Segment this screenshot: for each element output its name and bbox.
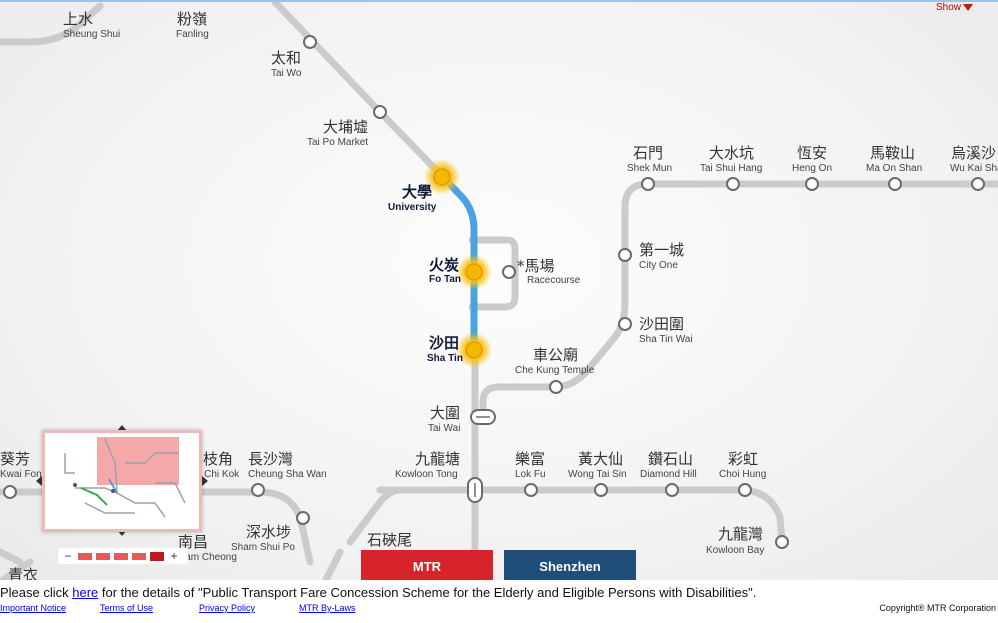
- station-sha-tin-wai-zh[interactable]: 沙田圍: [639, 315, 685, 333]
- zoom-in-button[interactable]: +: [170, 549, 178, 563]
- station-tai-wo-en[interactable]: Tai Wo: [271, 68, 302, 79]
- station-university-zh[interactable]: 大學: [402, 183, 433, 201]
- overview-minimap[interactable]: [42, 430, 202, 532]
- station-diamond-hill-en[interactable]: Diamond Hill: [640, 469, 697, 480]
- station-sha-tin-wai-en[interactable]: Sha Tin Wai: [639, 334, 693, 345]
- mtr-by-laws-link[interactable]: MTR By-Laws: [299, 603, 356, 613]
- minimap-graphic: [64, 437, 186, 518]
- station-kowloon-bay-en[interactable]: Kowloon Bay: [706, 545, 765, 556]
- station-tai-wai-en[interactable]: Tai Wai: [428, 423, 461, 434]
- station-che-kung-temple-en[interactable]: Che Kung Temple: [515, 365, 595, 376]
- zoom-level-5[interactable]: [150, 551, 164, 561]
- station-shek-mun-zh[interactable]: 石門: [633, 144, 664, 162]
- station-nam-cheong-en[interactable]: Nam Cheong: [178, 552, 237, 563]
- pan-down-icon[interactable]: [117, 530, 127, 536]
- station-sha-tin-zh[interactable]: 沙田: [429, 334, 460, 352]
- pan-right-icon[interactable]: [202, 476, 208, 486]
- station-city-one-en[interactable]: City One: [639, 260, 678, 271]
- route-map[interactable]: 上水 Sheung Shui 粉嶺 Fanling 太和 Tai Wo 大埔墟 …: [0, 0, 998, 580]
- station-kowloon-tong-zh[interactable]: 九龍塘: [415, 450, 461, 468]
- station-kwai-fong-zh[interactable]: 葵芳: [0, 450, 31, 468]
- station-racecourse-zh[interactable]: *馬場: [517, 257, 555, 275]
- station-wong-tai-sin-zh[interactable]: 黃大仙: [578, 450, 624, 468]
- station-university-en[interactable]: University: [388, 202, 437, 213]
- route-lines: [0, 2, 998, 580]
- show-button[interactable]: Show: [936, 2, 974, 13]
- notice-text-after: for the details of "Public Transport Far…: [98, 585, 757, 600]
- station-city-one-zh[interactable]: 第一城: [639, 241, 685, 259]
- station-che-kung-temple-zh[interactable]: 車公廟: [533, 346, 579, 364]
- station-sheung-shui-zh[interactable]: 上水: [63, 10, 94, 28]
- show-label: Show: [936, 2, 962, 13]
- station-sha-tin-en[interactable]: Sha Tin: [427, 353, 463, 364]
- arrow-down-icon: [963, 4, 974, 11]
- zoom-control: − +: [58, 548, 188, 564]
- station-tai-po-market-en[interactable]: Tai Po Market: [307, 137, 369, 148]
- station-tai-wo-zh[interactable]: 太和: [271, 49, 302, 67]
- station-kowloon-tong-en[interactable]: Kowloon Tong: [395, 469, 458, 480]
- station-fo-tan-zh[interactable]: 火炭: [429, 256, 460, 274]
- zoom-level-2[interactable]: [96, 552, 110, 560]
- fare-concession-notice: Please click here for the details of "Pu…: [0, 585, 756, 600]
- tab-mtr[interactable]: MTR: [361, 550, 493, 580]
- station-tsing-yi-zh[interactable]: 青衣: [8, 566, 39, 580]
- station-wu-kai-sha-zh[interactable]: 烏溪沙: [951, 144, 997, 162]
- zoom-level-1[interactable]: [78, 552, 92, 560]
- station-choi-hung-en[interactable]: Choi Hung: [719, 469, 767, 480]
- notice-text-before: Please click: [0, 585, 73, 600]
- station-racecourse-en[interactable]: Racecourse: [527, 275, 581, 286]
- zoom-out-button[interactable]: −: [64, 549, 72, 563]
- station-kwai-fong-en[interactable]: Kwai Fong: [0, 469, 48, 480]
- station-nam-cheong-zh[interactable]: 南昌: [178, 533, 209, 551]
- station-tai-wai-zh[interactable]: 大圍: [430, 404, 461, 422]
- station-lok-fu-zh[interactable]: 樂富: [515, 450, 546, 468]
- station-ma-on-shan-en[interactable]: Ma On Shan: [866, 163, 923, 174]
- tab-shenzhen[interactable]: Shenzhen: [504, 550, 636, 580]
- station-wong-tai-sin-en[interactable]: Wong Tai Sin: [568, 469, 627, 480]
- station-sham-shui-po-en[interactable]: Sham Shui Po: [231, 542, 295, 553]
- station-choi-hung-zh[interactable]: 彩虹: [728, 450, 759, 468]
- station-fanling-en[interactable]: Fanling: [176, 29, 209, 40]
- station-cheung-sha-wan-zh[interactable]: 長沙灣: [248, 450, 294, 468]
- station-diamond-hill-zh[interactable]: 鑽石山: [648, 450, 694, 468]
- pan-up-icon[interactable]: [117, 425, 127, 431]
- zoom-level-3[interactable]: [114, 552, 128, 560]
- station-tai-shui-hang-en[interactable]: Tai Shui Hang: [700, 163, 763, 174]
- station-wu-kai-sha-en[interactable]: Wu Kai Sha: [950, 163, 998, 174]
- privacy-policy-link[interactable]: Privacy Policy: [199, 603, 256, 613]
- station-heng-on-zh[interactable]: 恆安: [797, 144, 828, 162]
- station-shek-mun-en[interactable]: Shek Mun: [627, 163, 673, 174]
- station-sheung-shui-en[interactable]: Sheung Shui: [63, 29, 121, 40]
- zoom-level-4[interactable]: [132, 552, 146, 560]
- station-fo-tan-en[interactable]: Fo Tan: [429, 274, 462, 285]
- station-lok-fu-en[interactable]: Lok Fu: [515, 469, 546, 480]
- copyright-text: Copyright® MTR Corporation: [879, 603, 996, 613]
- station-ma-on-shan-zh[interactable]: 馬鞍山: [870, 144, 916, 162]
- station-tai-po-market-zh[interactable]: 大埔墟: [323, 118, 369, 136]
- pan-left-icon[interactable]: [36, 476, 42, 486]
- station-kowloon-bay-zh[interactable]: 九龍灣: [718, 525, 764, 543]
- station-tai-shui-hang-zh[interactable]: 大水坑: [709, 144, 755, 162]
- important-notice-link[interactable]: Important Notice: [0, 603, 67, 613]
- station-heng-on-en[interactable]: Heng On: [792, 163, 833, 174]
- station-sham-shui-po-zh[interactable]: 深水埗: [246, 523, 292, 541]
- terms-of-use-link[interactable]: Terms of Use: [100, 603, 154, 613]
- station-lai-chi-kok-en[interactable]: Lai Chi Kok: [188, 469, 240, 480]
- station-shek-kip-mei-zh[interactable]: 石硤尾: [367, 531, 413, 549]
- notice-here-link[interactable]: here: [72, 585, 99, 600]
- station-fanling-zh[interactable]: 粉嶺: [177, 10, 208, 28]
- station-cheung-sha-wan-en[interactable]: Cheung Sha Wan: [248, 469, 327, 480]
